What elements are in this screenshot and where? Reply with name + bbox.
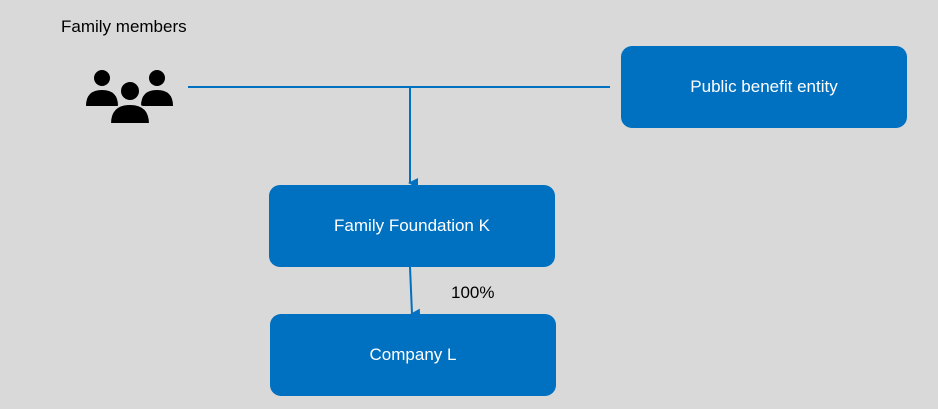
- company-label: Company L: [369, 345, 457, 364]
- public-benefit-entity-box: Public benefit entity: [621, 46, 907, 128]
- family-members-label: Family members: [61, 17, 187, 36]
- ownership-percentage-label: 100%: [451, 283, 495, 302]
- public-benefit-entity-label: Public benefit entity: [690, 77, 838, 96]
- arrow-to-company: [409, 266, 421, 319]
- family-foundation-label: Family Foundation K: [334, 216, 490, 235]
- family-foundation-box: Family Foundation K: [269, 185, 555, 267]
- company-box: Company L: [270, 314, 556, 396]
- people-icon: [86, 70, 173, 124]
